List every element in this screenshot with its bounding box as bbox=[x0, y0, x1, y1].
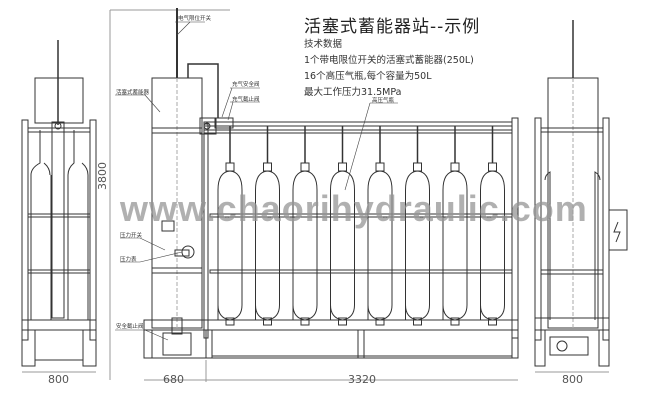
dim-left-width: 800 bbox=[48, 373, 69, 386]
gas-bottle bbox=[442, 126, 468, 326]
high-pressure-bottles bbox=[217, 126, 505, 326]
bottle-foot bbox=[300, 317, 310, 326]
specs-heading: 技术数据 bbox=[304, 39, 343, 50]
left-side-view bbox=[21, 40, 97, 373]
spec-line-1: 1个带电限位开关的活塞式蓄能器(250L) bbox=[304, 55, 474, 66]
bottle-foot bbox=[338, 317, 347, 326]
dim-accumulator-width: 680 bbox=[163, 373, 184, 386]
dim-height: 3800 bbox=[96, 162, 109, 190]
bottle-rack bbox=[143, 117, 519, 382]
label-piston-accumulator: 活塞式蓄能器 bbox=[116, 90, 150, 96]
bottle-foot bbox=[413, 317, 422, 326]
gas-bottle bbox=[292, 126, 318, 326]
label-high-pressure-bottle: 高压气瓶 bbox=[372, 98, 395, 104]
bottle-body bbox=[217, 170, 243, 321]
bottle-foot bbox=[488, 317, 497, 326]
label-gas-shutoff-valve: 充气截止阀 bbox=[232, 97, 260, 103]
bottle-valve bbox=[300, 162, 310, 172]
bottle-foot bbox=[375, 317, 385, 326]
drawing-title: 活塞式蓄能器站--示例 bbox=[304, 17, 481, 37]
watermark: www.chaorihydraulic.com bbox=[120, 188, 588, 229]
spec-line-3: 最大工作压力31.5MPa bbox=[304, 87, 402, 98]
bottle-body bbox=[480, 170, 505, 321]
bottle-body bbox=[255, 170, 280, 321]
bottle-valve bbox=[338, 162, 347, 172]
gas-bottle bbox=[367, 126, 393, 326]
label-pressure-gauge: 压力表 bbox=[120, 257, 137, 263]
gas-bottle bbox=[255, 126, 280, 326]
dim-right-width: 800 bbox=[562, 373, 583, 386]
gas-bottle bbox=[480, 126, 505, 326]
label-safety-stop-valve: 安全截止阀 bbox=[116, 324, 144, 330]
piston-accumulator bbox=[151, 8, 234, 329]
bottle-body bbox=[442, 170, 468, 321]
gas-bottle bbox=[217, 126, 243, 326]
bottle-body bbox=[405, 170, 430, 321]
bottle-valve bbox=[263, 162, 272, 172]
bottle-foot bbox=[450, 317, 460, 326]
gas-bottle bbox=[330, 126, 355, 326]
bottle-body bbox=[292, 170, 318, 321]
right-side-view bbox=[534, 20, 628, 373]
bottle-body bbox=[330, 170, 355, 321]
bottle-foot bbox=[263, 317, 272, 326]
label-pressure-switch: 压力开关 bbox=[120, 233, 143, 239]
gas-bottle bbox=[405, 126, 430, 326]
bottle-valve bbox=[413, 162, 422, 172]
dim-rack-length: 3320 bbox=[348, 373, 376, 386]
spec-line-2: 16个高压气瓶,每个容量为50L bbox=[304, 71, 432, 82]
bottle-valve bbox=[225, 162, 235, 172]
bottle-foot bbox=[225, 317, 235, 326]
label-limit-switch: 电气限位开关 bbox=[178, 16, 212, 22]
bottle-valve bbox=[375, 162, 385, 172]
bottle-valve bbox=[450, 162, 460, 172]
label-gas-safety-valve: 充气安全阀 bbox=[232, 82, 260, 88]
bottle-body bbox=[367, 170, 393, 321]
bottle-valve bbox=[488, 162, 497, 172]
